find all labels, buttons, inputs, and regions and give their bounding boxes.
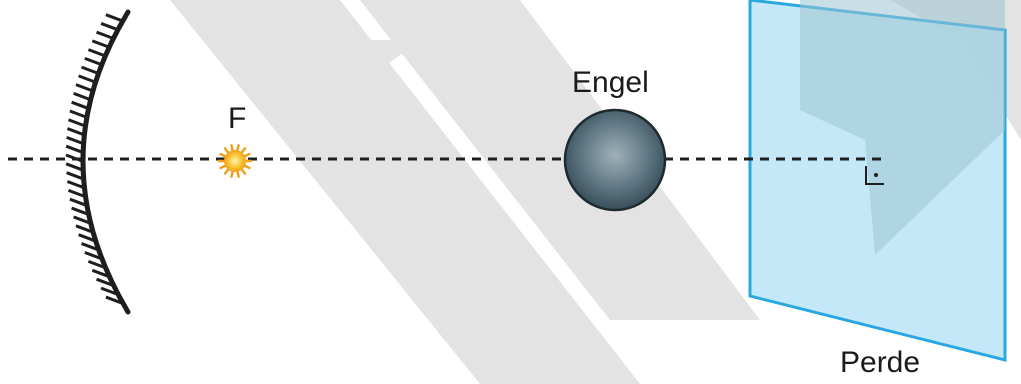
mirror-hatch-mark xyxy=(73,215,91,225)
mirror-hatch-mark xyxy=(84,251,102,260)
mirror-hatch-mark xyxy=(69,109,87,119)
sun-ray xyxy=(230,169,235,178)
mirror-hatch-mark xyxy=(66,180,84,189)
mirror-hatch-mark xyxy=(100,22,118,31)
mirror-hatch-mark xyxy=(78,233,96,243)
mirror-hatch-mark xyxy=(78,74,96,84)
sun-ray xyxy=(235,169,240,178)
sun-icon xyxy=(217,144,253,178)
sun-ray xyxy=(219,152,228,158)
sun-ray xyxy=(242,164,251,170)
screen xyxy=(748,0,1007,362)
mirror-hatch-mark xyxy=(91,268,109,278)
mirror-hatch-mark xyxy=(66,127,84,136)
mirror-hatch-mark xyxy=(66,135,84,145)
mirror-hatch-mark xyxy=(95,277,114,287)
sun-ray xyxy=(230,144,235,153)
mirror-hatch-mark xyxy=(105,13,123,23)
mirror-hatch-mark xyxy=(87,48,105,58)
mirror-hatch-mark xyxy=(95,30,114,40)
sun-ray xyxy=(242,152,251,158)
mirror-hatch-mark xyxy=(67,118,86,128)
mirror-hatch-mark xyxy=(91,39,109,49)
focus-label: F xyxy=(228,102,247,135)
mirror-hatch-mark xyxy=(100,286,118,296)
mirror-hatch-mark xyxy=(65,162,83,172)
obstacle-label: Engel xyxy=(572,66,649,99)
mirror-hatch-mark xyxy=(69,197,87,207)
mirror-hatch-mark xyxy=(105,295,123,305)
right-angle-icon xyxy=(865,166,884,185)
mirror-hatch-mark xyxy=(81,65,99,75)
mirror-hatch-mark xyxy=(67,188,86,198)
obstacle-sphere xyxy=(563,108,667,212)
sun-ray xyxy=(235,144,240,153)
mirror-hatch-mark xyxy=(87,259,105,269)
mirror-hatch-mark xyxy=(81,242,99,251)
mirror-hatch-mark xyxy=(75,83,93,93)
mirror-hatch-mark xyxy=(84,56,102,66)
mirror-hatch-mark xyxy=(71,100,89,110)
sun-ray xyxy=(219,164,228,170)
screen-label: Perde xyxy=(840,346,921,379)
mirror-hatch-mark xyxy=(73,92,91,101)
mirror-hatch-mark xyxy=(71,206,89,216)
mirror-hatch-mark xyxy=(65,144,83,154)
concave-mirror xyxy=(65,9,131,315)
mirror-hatch-mark xyxy=(75,224,93,234)
mirror-hatch-mark xyxy=(66,171,84,181)
